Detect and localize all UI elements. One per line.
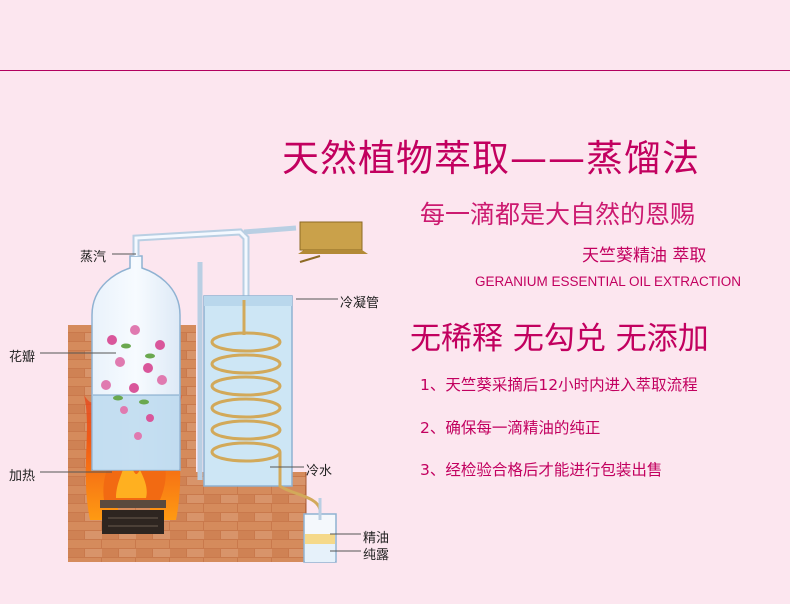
heating-label: 加热 [9,469,36,484]
top-divider [0,70,790,71]
point-2: 2、确保每一滴精油的纯正 [420,419,601,437]
subtitle: 每一滴都是大自然的恩赐 [420,200,696,229]
hydrosol-label: 纯露 [363,548,390,563]
page-title: 天然植物萃取——蒸馏法 [282,137,700,180]
condenser-label: 冷凝管 [340,296,380,311]
condenser-coil [210,300,322,511]
point-1: 1、天竺葵采摘后12小时内进入萃取流程 [420,376,698,394]
steam-pipe [132,225,297,480]
english-subtitle: GERANIUM ESSENTIAL OIL EXTRACTION [475,274,742,289]
product-line: 天竺葵精油 萃取 [582,246,707,266]
fire-grate [100,500,166,534]
slogan: 无稀释 无勾兑 无添加 [410,321,709,357]
collection-vessel [303,498,337,563]
petals-label: 花瓣 [9,350,36,365]
petals [101,325,167,440]
water-inlet-funnel [298,221,368,263]
leader-lines [40,253,361,552]
steam-label: 蒸汽 [80,250,107,265]
point-3: 3、经检验合格后才能进行包装出售 [420,461,663,479]
distillation-pot [91,255,181,471]
cold-water-label: 冷水 [306,464,333,479]
essential-oil-label: 精油 [363,531,390,546]
